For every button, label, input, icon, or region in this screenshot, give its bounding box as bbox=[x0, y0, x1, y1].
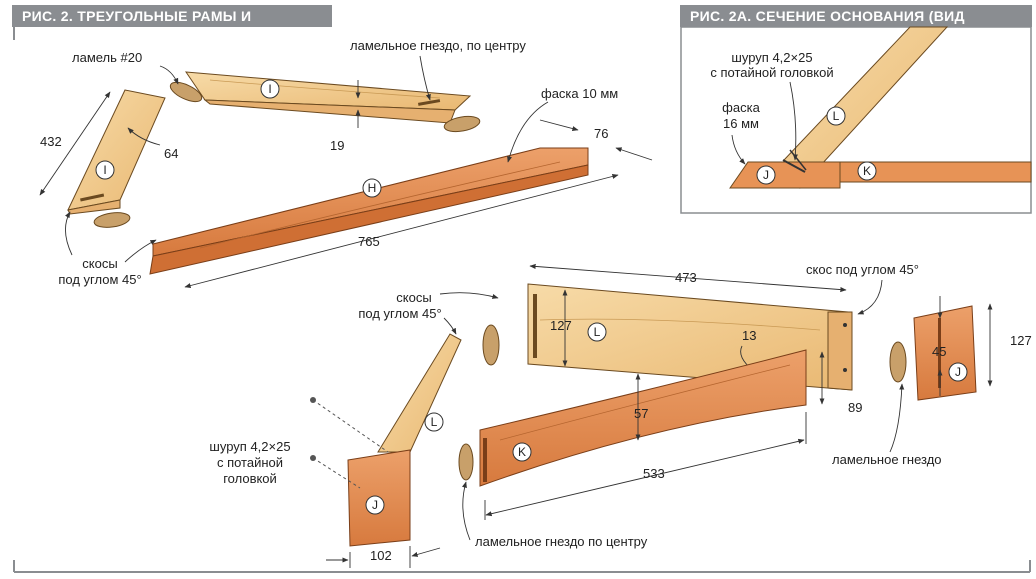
dim-127-right: 127 bbox=[1010, 333, 1032, 348]
section-part-k bbox=[839, 161, 1032, 183]
screw-label-2: с потайной bbox=[217, 455, 283, 470]
tag-k-section: K bbox=[857, 161, 877, 181]
dim-127-left: 127 bbox=[550, 318, 572, 333]
bevels-label-2: под углом 45° bbox=[58, 272, 141, 287]
section-chamfer-label-2: 16 мм bbox=[723, 116, 759, 131]
screw-icon bbox=[310, 455, 316, 461]
screw-label-1: шуруп 4,2×25 bbox=[209, 439, 290, 454]
slot-center2-label: ламельное гнездо по центру bbox=[475, 534, 648, 549]
dim-19: 19 bbox=[330, 138, 344, 153]
dim-533: 533 bbox=[643, 466, 665, 481]
section-screw-label-2: с потайной головкой bbox=[710, 65, 833, 80]
screw-label-3: головкой bbox=[223, 471, 277, 486]
biscuit-icon bbox=[482, 324, 500, 366]
svg-text:J: J bbox=[372, 498, 378, 512]
part-i-top: I bbox=[184, 71, 472, 124]
biscuit-icon bbox=[169, 81, 203, 103]
screw-icon bbox=[310, 397, 316, 403]
tag-j-section: J bbox=[756, 165, 776, 185]
svg-text:I: I bbox=[103, 163, 106, 177]
section-chamfer-label-1: фаска bbox=[722, 100, 760, 115]
bevels2-label-1: скосы bbox=[396, 290, 431, 305]
svg-text:K: K bbox=[863, 164, 871, 178]
dim-102: 102 bbox=[370, 548, 392, 563]
bevels-label-1: скосы bbox=[82, 256, 117, 271]
svg-text:L: L bbox=[594, 325, 601, 339]
dim-765: 765 bbox=[358, 234, 380, 249]
dim-64: 64 bbox=[164, 146, 178, 161]
section-screw-label-1: шуруп 4,2×25 bbox=[731, 50, 812, 65]
svg-text:J: J bbox=[955, 365, 961, 379]
svg-text:L: L bbox=[431, 415, 438, 429]
bevels2-label-2: под углом 45° bbox=[358, 306, 441, 321]
tag-l-section: L bbox=[826, 106, 846, 126]
figure-title: РИС. 2. ТРЕУГОЛЬНЫЕ РАМЫ И ОСНОВАНИЕ bbox=[12, 5, 332, 46]
dim-13: 13 bbox=[742, 328, 756, 343]
part-j-right: J bbox=[913, 305, 977, 401]
section-part-j bbox=[729, 161, 841, 189]
dim-473: 473 bbox=[675, 270, 697, 285]
biscuit-icon bbox=[889, 341, 907, 383]
bevel45-label: скос под углом 45° bbox=[806, 262, 919, 277]
slot-label: ламельное гнездо bbox=[832, 452, 942, 467]
svg-text:J: J bbox=[763, 168, 769, 182]
dim-76: 76 bbox=[594, 126, 608, 141]
dim-45: 45 bbox=[932, 344, 946, 359]
chamfer10-label: фаска 10 мм bbox=[541, 86, 618, 101]
lamel20-label: ламель #20 bbox=[72, 50, 142, 65]
svg-text:H: H bbox=[368, 181, 377, 195]
dim-57: 57 bbox=[634, 406, 648, 421]
part-l-left: L bbox=[377, 333, 462, 453]
biscuit-icon bbox=[93, 212, 131, 228]
part-h: H bbox=[149, 147, 589, 275]
dim-432: 432 bbox=[40, 134, 62, 149]
part-j-left: J bbox=[347, 449, 411, 547]
part-i-left: I bbox=[67, 89, 166, 215]
svg-text:K: K bbox=[518, 445, 526, 459]
svg-text:L: L bbox=[833, 109, 840, 123]
biscuit-icon bbox=[443, 115, 481, 133]
dim-89: 89 bbox=[848, 400, 862, 415]
biscuit-icon bbox=[458, 443, 474, 481]
section-screw bbox=[782, 159, 806, 173]
svg-text:I: I bbox=[268, 82, 271, 96]
slot-center-label: ламельное гнездо, по центру bbox=[350, 38, 526, 53]
